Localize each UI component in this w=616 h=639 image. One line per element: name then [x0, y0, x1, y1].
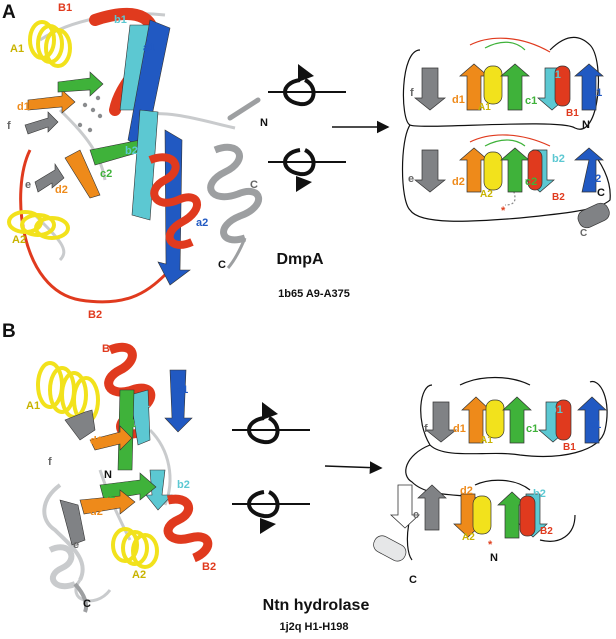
topo-label-c2: c2	[525, 176, 537, 188]
cartoon-label-A1: A1	[10, 43, 24, 55]
topo-label-d2: d2	[452, 176, 465, 188]
cartoon-label-B1: B1	[58, 2, 72, 14]
topo-label-a1: a1	[590, 87, 602, 99]
panel-a: A	[2, 2, 611, 321]
topo-label-d1: d1	[452, 94, 465, 106]
cartoon-b-label-B2: B2	[202, 561, 216, 573]
cartoon-b-label-C: C	[83, 598, 91, 610]
topo-label-c1: c1	[525, 95, 537, 107]
topo-b-label-B1: B1	[563, 442, 576, 453]
panel-a-active-site-mark: *	[501, 205, 506, 217]
topo-label-b2: b2	[552, 153, 565, 165]
topo-b-label-b1: b1	[550, 404, 563, 416]
panel-a-topology-diagram: * f d1 A1 c1 b1 B1 a1 N e d2 A2 c2 b2 B2…	[401, 36, 611, 239]
cartoon-b-label-B1: B1	[102, 343, 116, 355]
panel-a-rotation-symbols	[268, 64, 346, 192]
cartoon-label-C2: C	[218, 259, 226, 271]
panel-b-topology-diagram: * f d1 A1 c1 b1 B1 a1 d2 e A2 c2 b2 B2 N…	[373, 376, 608, 586]
cartoon-label-C1: C	[250, 179, 258, 191]
topo-b-label-e: e	[413, 509, 419, 521]
cartoon-label-A2: A2	[12, 234, 26, 246]
cartoon-label-e: e	[25, 179, 31, 191]
topo-b-label-d1: d1	[453, 423, 466, 435]
panel-b-rotation-symbols	[232, 402, 310, 534]
topo-b-label-N: N	[490, 552, 498, 564]
topo-b-label-C: C	[409, 574, 417, 586]
cartoon-label-c2: c2	[100, 168, 112, 180]
topo-label-B1: B1	[566, 108, 579, 119]
cartoon-label-b2: b2	[125, 145, 138, 157]
cartoon-b-label-f: f	[48, 456, 52, 468]
cartoon-label-a1: a1	[143, 42, 155, 54]
topo-b-label-A1: A1	[480, 435, 493, 446]
cartoon-label-b1: b1	[114, 14, 127, 26]
panel-b-structure-id: 1j2q H1-H198	[279, 621, 348, 633]
cartoon-b-label-A2: A2	[132, 569, 146, 581]
panel-b-transform-arrow	[324, 461, 383, 474]
topo-label-B2: B2	[552, 192, 565, 203]
cartoon-b-label-a1: a1	[176, 384, 188, 396]
cartoon-label-N: N	[260, 117, 268, 129]
topo-b-label-B2: B2	[540, 526, 553, 537]
cartoon-label-d1: d1	[17, 101, 30, 113]
topo-label-f: f	[410, 87, 414, 99]
topo-b-label-A2: A2	[462, 532, 475, 543]
cartoon-b-label-e: e	[73, 539, 79, 551]
cartoon-b-label-N: N	[104, 469, 112, 481]
panel-b: B	[2, 321, 608, 633]
cartoon-b-label-b1: b1	[137, 398, 150, 410]
cartoon-b-label-c2: c2	[103, 489, 115, 501]
topo-label-C2: C	[580, 228, 587, 239]
panel-b-protein-name: Ntn hydrolase	[263, 597, 370, 614]
cartoon-label-B2: B2	[88, 309, 102, 321]
panel-a-protein-name: DmpA	[276, 251, 324, 268]
topo-b-label-b2: b2	[533, 488, 546, 500]
panel-a-letter: A	[2, 2, 16, 23]
topo-b-label-a1: a1	[589, 419, 601, 431]
topo-b-label-c2: c2	[505, 511, 517, 523]
topo-b-label-c1: c1	[526, 423, 538, 435]
panel-a-ribbon-cartoon: B1 b1 a1 A1 c1 d1 f b2 e d2 c2 A2 a2 B2 …	[7, 2, 268, 321]
topo-label-a2: a2	[589, 173, 601, 185]
cartoon-b-label-d2: d2	[90, 506, 103, 518]
cartoon-b-label-d1: d1	[90, 435, 103, 447]
topo-label-N: N	[582, 119, 590, 131]
topo-b-label-f: f	[424, 423, 428, 435]
topo-label-e: e	[408, 173, 414, 185]
cartoon-b-label-C1: C1	[122, 418, 136, 430]
topo-label-A2: A2	[480, 189, 493, 200]
cartoon-label-d2: d2	[55, 184, 68, 196]
panel-a-structure-id: 1b65 A9-A375	[278, 288, 350, 300]
panel-b-ribbon-cartoon: B1 A1 b1 a1 C1 d1 f N b2 c2 d2 e A2 B2 C	[26, 342, 216, 613]
cartoon-label-a2: a2	[196, 217, 208, 229]
cartoon-label-f: f	[7, 120, 11, 132]
topo-label-A1: A1	[478, 102, 491, 113]
panel-b-letter: B	[2, 321, 16, 342]
topo-label-C1: C	[597, 187, 605, 199]
topo-b-label-d2: d2	[460, 485, 473, 497]
cartoon-b-label-A1: A1	[26, 400, 40, 412]
panel-b-active-site-mark: *	[488, 539, 493, 551]
topo-label-b1: b1	[548, 69, 561, 81]
cartoon-label-c1: c1	[67, 81, 79, 93]
cartoon-b-label-b2: b2	[177, 479, 190, 491]
